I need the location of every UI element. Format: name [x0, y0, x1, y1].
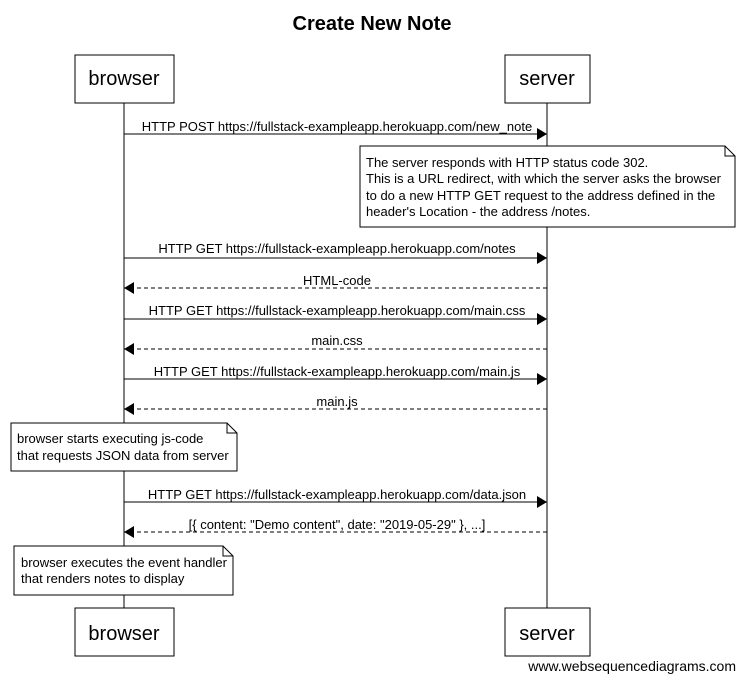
actor-label: browser — [88, 623, 159, 645]
message-label: HTTP GET https://fullstack-exampleapp.he… — [149, 303, 526, 318]
note-line: browser executes the event handler — [21, 555, 228, 570]
actor-label: browser — [88, 68, 159, 90]
message-label: HTTP POST https://fullstack-exampleapp.h… — [142, 119, 532, 134]
message-label: main.css — [311, 333, 363, 348]
message-get-main-css: HTTP GET https://fullstack-exampleapp.he… — [124, 303, 547, 325]
note-js-executing: browser starts executing js-code that re… — [10, 422, 238, 472]
message-label: main.js — [316, 394, 358, 409]
message-get-notes: HTTP GET https://fullstack-exampleapp.he… — [124, 241, 547, 264]
actor-server-top: server — [504, 54, 591, 104]
message-label: HTML-code — [303, 273, 371, 288]
note-line: The server responds with HTTP status cod… — [366, 155, 648, 170]
note-line: header's Location - the address /notes. — [366, 204, 590, 219]
message-label: HTTP GET https://fullstack-exampleapp.he… — [148, 487, 526, 502]
message-label: HTTP GET https://fullstack-exampleapp.he… — [154, 364, 521, 379]
note-line: browser starts executing js-code — [17, 431, 203, 446]
note-event-handler: browser executes the event handler that … — [13, 545, 234, 596]
actor-browser-top: browser — [74, 54, 175, 104]
message-main-js: main.js — [124, 394, 547, 415]
diagram-title: Create New Note — [293, 13, 452, 35]
note-line: This is a URL redirect, with which the s… — [366, 171, 722, 186]
message-label: [{ content: "Demo content", date: "2019-… — [189, 517, 486, 532]
message-get-main-js: HTTP GET https://fullstack-exampleapp.he… — [124, 364, 547, 385]
message-label: HTTP GET https://fullstack-exampleapp.he… — [158, 241, 516, 256]
note-line: that requests JSON data from server — [17, 448, 229, 463]
actor-label: server — [519, 68, 575, 90]
note-redirect: The server responds with HTTP status cod… — [359, 145, 736, 228]
message-html-code: HTML-code — [124, 273, 547, 294]
actor-browser-bottom: browser — [74, 607, 175, 657]
footer-credit: www.websequencediagrams.com — [527, 658, 736, 674]
message-json-response: [{ content: "Demo content", date: "2019-… — [124, 517, 547, 538]
note-line: to do a new HTTP GET request to the addr… — [366, 188, 715, 203]
message-get-data-json: HTTP GET https://fullstack-exampleapp.he… — [124, 487, 547, 508]
actor-server-bottom: server — [504, 607, 591, 657]
message-main-css: main.css — [124, 333, 547, 355]
message-post-new-note: HTTP POST https://fullstack-exampleapp.h… — [124, 119, 547, 140]
actor-label: server — [519, 623, 575, 645]
note-line: that renders notes to display — [21, 571, 185, 586]
